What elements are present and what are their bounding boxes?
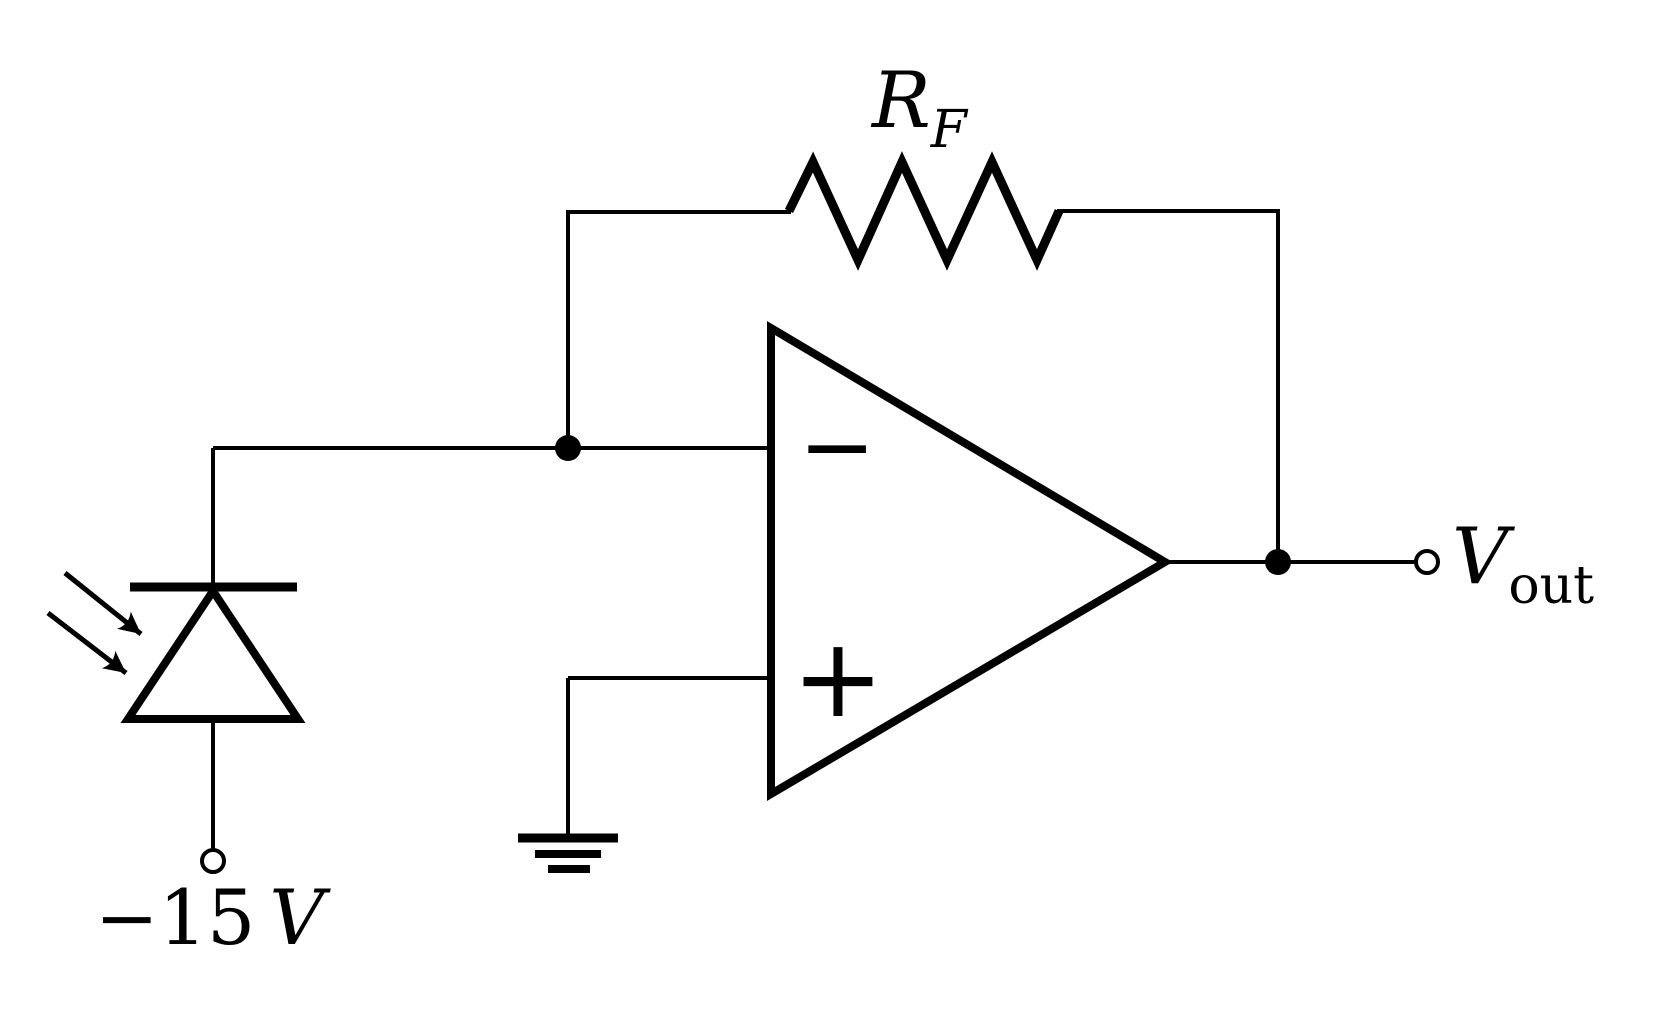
opamp-noninverting-sign: + — [791, 614, 885, 742]
feedback-resistor-label-subscript: F — [930, 100, 967, 160]
opamp-inverting-sign: − — [798, 393, 876, 500]
wire-feedback-right — [1057, 209, 1280, 562]
output-terminal — [1414, 549, 1440, 575]
junction-dot-inverting — [555, 435, 581, 461]
supply-terminal — [200, 848, 226, 874]
opamp-triangle — [767, 320, 1173, 801]
junction-dot-output — [1265, 549, 1291, 575]
photodiode-triangle — [120, 583, 306, 723]
feedback-resistor-label-base: R — [872, 56, 931, 146]
light-arrow-icon — [63, 571, 143, 636]
negative-supply-value: −15 — [95, 873, 256, 962]
feedback-resistor-label: RF — [872, 62, 967, 156]
photodiode — [46, 571, 306, 723]
output-voltage-label-subscript: out — [1508, 556, 1595, 616]
ground-symbol — [518, 833, 618, 873]
negative-supply-unit: V — [269, 873, 325, 962]
output-voltage-label-base: V — [1452, 512, 1509, 602]
light-arrows — [46, 571, 143, 675]
wire-feedback-left — [566, 210, 791, 448]
output-voltage-label: Vout — [1452, 518, 1594, 612]
light-arrow-icon — [46, 611, 128, 675]
feedback-resistor — [784, 151, 1064, 271]
